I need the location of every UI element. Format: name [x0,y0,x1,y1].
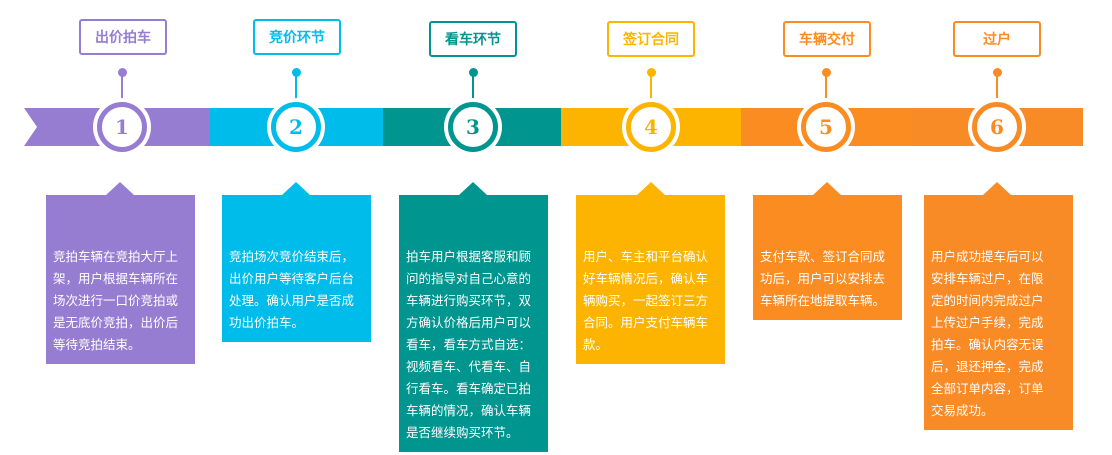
pin-dot [647,68,656,77]
step-number: 6 [972,102,1022,152]
callout-arrow [106,182,134,195]
step-description-text: 竞拍车辆在竞拍大厅上 架，用户根据车辆所在 场次进行一口价竞拍或 是无底价竞拍，… [53,249,179,352]
pin-line [996,75,998,99]
step-number-badge: 2 [267,98,325,156]
step-number: 4 [626,102,676,152]
callout-arrow [813,182,841,195]
pin-line [825,75,827,99]
step-title: 过户 [953,21,1041,57]
step-number-badge: 4 [622,98,680,156]
pin-dot [822,68,831,77]
step-title: 车辆交付 [783,21,871,57]
step-number-badge: 3 [444,98,502,156]
step-title: 出价拍车 [79,19,167,55]
step-number: 2 [271,102,321,152]
callout-arrow [983,182,1011,195]
step-number: 1 [97,102,147,152]
step-title: 看车环节 [429,21,517,57]
pin-line [121,75,123,99]
step-description-text: 用户、车主和平台确认 好车辆情况后，确认车 辆购买，一起签订三方 合同。用户支付… [583,249,709,352]
step-description: 支付车款、签订合同成 功后，用户可以安排去 车辆所在地提取车辆。 [753,182,902,320]
step-description-text: 竞拍场次竞价结束后， 出价用户等待客户后台 处理。确认用户是否成 功出价拍车。 [229,249,355,330]
step-description-text: 用户成功提车后可以 安排车辆过户，在限 定的时间内完成过户 上传过户手续，完成 … [931,249,1044,418]
callout-arrow [282,182,310,195]
step-description: 竞拍场次竞价结束后， 出价用户等待客户后台 处理。确认用户是否成 功出价拍车。 [222,182,371,342]
step-description: 竞拍车辆在竞拍大厅上 架，用户根据车辆所在 场次进行一口价竞拍或 是无底价竞拍，… [46,182,195,364]
pin-line [295,75,297,99]
callout-arrow [637,182,665,195]
step-description: 用户、车主和平台确认 好车辆情况后，确认车 辆购买，一起签订三方 合同。用户支付… [576,182,725,364]
step-description-text: 支付车款、签订合同成 功后，用户可以安排去 车辆所在地提取车辆。 [760,249,886,308]
pin-dot [118,68,127,77]
pin-line [650,75,652,99]
step-description-text: 拍车用户根据客服和顾 问的指导对自己心意的 车辆进行购买环节，双 方确认价格后用… [406,249,532,440]
step-number-badge: 6 [968,98,1026,156]
callout-arrow [459,182,487,195]
pin-dot [993,68,1002,77]
pin-dot [292,68,301,77]
step-title: 竞价环节 [253,19,341,55]
pin-line [472,75,474,99]
step-number-badge: 1 [93,98,151,156]
step-description: 用户成功提车后可以 安排车辆过户，在限 定的时间内完成过户 上传过户手续，完成 … [924,182,1073,430]
step-number: 5 [801,102,851,152]
step-number-badge: 5 [797,98,855,156]
pin-dot [469,68,478,77]
step-number: 3 [448,102,498,152]
step-title: 签订合同 [607,21,695,57]
step-description: 拍车用户根据客服和顾 问的指导对自己心意的 车辆进行购买环节，双 方确认价格后用… [399,182,548,452]
